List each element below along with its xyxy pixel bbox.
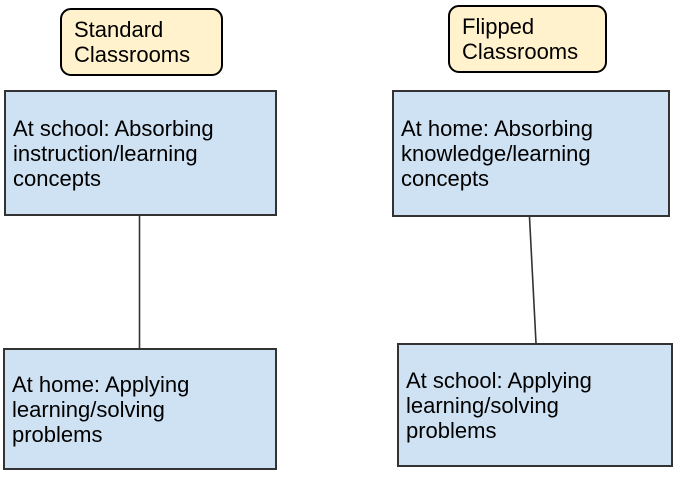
standard-classrooms-header: Standard Classrooms <box>60 8 223 76</box>
flipped-column-connector-line <box>528 216 537 344</box>
standard-at-home-box: At home: Applying learning/solving probl… <box>3 348 277 470</box>
flipped-at-home-label: At home: Absorbing knowledge/learning co… <box>401 116 594 191</box>
standard-at-school-box: At school: Absorbing instruction/learnin… <box>4 90 277 216</box>
flipped-classrooms-header-label: Flipped Classrooms <box>462 14 579 64</box>
flipped-at-home-box: At home: Absorbing knowledge/learning co… <box>392 90 670 217</box>
flipped-at-school-label: At school: Applying learning/solving pro… <box>406 367 592 443</box>
flipped-at-school-box: At school: Applying learning/solving pro… <box>397 343 673 467</box>
standard-classrooms-header-label: Standard Classrooms <box>74 17 191 67</box>
standard-at-school-label: At school: Absorbing instruction/learnin… <box>13 115 214 191</box>
standard-at-home-label: At home: Applying learning/solving probl… <box>12 371 190 447</box>
flipped-classrooms-header: Flipped Classrooms <box>448 5 607 73</box>
